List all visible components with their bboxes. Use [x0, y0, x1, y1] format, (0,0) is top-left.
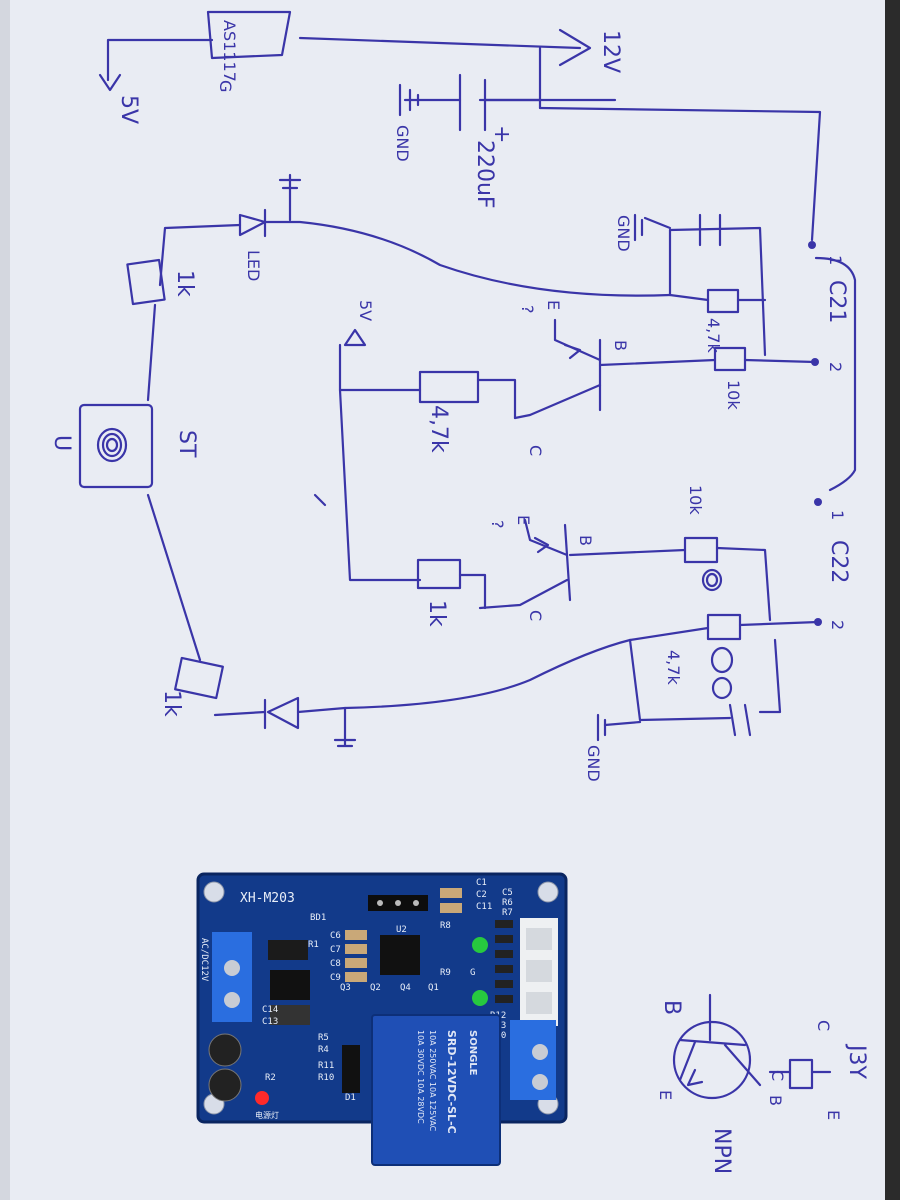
regulator: AS1117 G 5V — [98, 10, 582, 124]
pcb-label-2: C6 — [330, 931, 341, 941]
pcb-label-3: C7 — [330, 945, 341, 955]
relay-model: SRD-12VDC-SL-C — [445, 1030, 458, 1134]
pcb-label-29: C11 — [476, 902, 492, 912]
c21-pin2: 2 — [826, 362, 845, 372]
gnd-label-top: GND — [393, 125, 412, 162]
cap-value: 220uF — [472, 140, 497, 209]
r-indicator-label: 1k — [172, 270, 197, 297]
pcb-label-14: D1 — [345, 1093, 356, 1103]
relay-rating1: 10A 250VAC 10A 125VAC — [428, 1030, 437, 1132]
pcb-label-0: BD1 — [310, 913, 326, 923]
transistor-reference: J3Y C B E B C E NPN — [656, 993, 869, 1174]
pcb-label-18: R8 — [440, 921, 451, 931]
q2-unknown: ? — [488, 520, 507, 529]
paper-shadow-right — [885, 0, 900, 1200]
q2-base: B — [576, 535, 595, 546]
pcb-label-28: C2 — [476, 890, 487, 900]
q2-emitter: E — [514, 515, 533, 525]
gnd-label-c21: GND — [614, 215, 633, 252]
r-c21-pull: 4,7k — [426, 405, 451, 453]
led-label: LED — [244, 250, 263, 281]
c22-label: C22 — [826, 540, 851, 583]
ref-sym-e: E — [656, 1090, 675, 1100]
c22-pin1: 1 — [828, 510, 847, 520]
pcb-label-16: R6 — [502, 898, 513, 908]
c22-pin2: 2 — [828, 620, 847, 630]
relay: SONGLE SRD-12VDC-SL-C 10A 250VAC 10A 125… — [371, 1014, 501, 1166]
pcb-label-17: R7 — [502, 908, 513, 918]
regulator-pin-label: G — [216, 80, 235, 92]
gnd-label-c22: GND — [584, 745, 603, 782]
pcb-label-26: Q1 — [428, 983, 439, 993]
paper-shadow-left — [0, 0, 10, 1200]
pcb-label-6: U2 — [396, 925, 407, 935]
r-c22-pull: 1k — [424, 600, 449, 627]
r-c22-series: 10k — [686, 485, 705, 515]
pcb-led-g1: G — [470, 968, 475, 978]
pcb-power-led-text: 电源灯 — [255, 1110, 279, 1120]
pcb-label-1: R1 — [308, 940, 319, 950]
pcb-input-label: AC/DC12V — [199, 938, 209, 982]
ref-part: J3Y — [844, 1043, 869, 1079]
ic-pin-label: U — [49, 435, 74, 451]
r-c22-base: 4,7k — [664, 650, 683, 685]
pcb-label-25: Q4 — [400, 983, 411, 993]
q2-collector: C — [526, 610, 545, 621]
supply-12v: 12V + 220uF GND — [393, 28, 822, 242]
r-c21-series: 10k — [724, 380, 743, 410]
vcc-label: 5V — [356, 300, 375, 321]
regulator-body-text: AS1117 — [220, 20, 239, 82]
ref-pin-c: C — [814, 1020, 833, 1031]
ref-sym-c: C — [768, 1070, 787, 1081]
indicator-led: LED 1k — [126, 173, 672, 402]
pcb-label-11: R2 — [265, 1073, 276, 1083]
channel-1: 1 2 C21 GND 4,7k 10k B E ? C 4,7k — [313, 213, 857, 582]
q1-collector: C — [526, 445, 545, 456]
pcb-label-7: C14 — [262, 1005, 278, 1015]
pcb-label-5: C9 — [330, 973, 341, 983]
regulator-out-label: 5V — [116, 95, 141, 124]
pcb-label-19: R9 — [440, 968, 451, 978]
pcb-model: XH-M203 — [240, 891, 295, 906]
r-c21-base: 4,7k — [704, 318, 723, 353]
ref-pin-b: B — [766, 1095, 785, 1106]
q1-emitter: E — [544, 300, 563, 310]
ic-st: ST U — [49, 403, 202, 662]
cap-plus: + — [489, 125, 514, 143]
c21-label: C21 — [824, 280, 849, 323]
pcb-label-8: C13 — [262, 1017, 278, 1027]
q1-unknown: ? — [518, 305, 537, 314]
pcb-label-13: R10 — [318, 1073, 334, 1083]
rail-12v-label: 12V — [598, 30, 623, 73]
relay-brand: SONGLE — [467, 1030, 478, 1076]
channel-2: 1 2 C22 10k 4,7k GND B E ? C 1 — [416, 485, 851, 782]
pcb-label-9: R5 — [318, 1033, 329, 1043]
r-output-label: 1k — [159, 690, 184, 717]
pcb-label-23: Q3 — [340, 983, 351, 993]
relay-rating2: 10A 30VDC 10A 28VDC — [416, 1030, 425, 1124]
ref-sym-b: B — [659, 1000, 684, 1015]
output-stage: 1k — [159, 638, 632, 748]
ref-pin-e: E — [824, 1110, 843, 1120]
ref-type: NPN — [709, 1128, 734, 1174]
pcb-label-12: R11 — [318, 1061, 334, 1071]
q1-base: B — [611, 340, 630, 351]
pcb-label-4: C8 — [330, 959, 341, 969]
ic-label: ST — [174, 430, 199, 458]
pcb-label-24: Q2 — [370, 983, 381, 993]
pcb-label-15: C5 — [502, 888, 513, 898]
pcb-label-27: C1 — [476, 878, 487, 888]
pcb-label-10: R4 — [318, 1045, 329, 1055]
